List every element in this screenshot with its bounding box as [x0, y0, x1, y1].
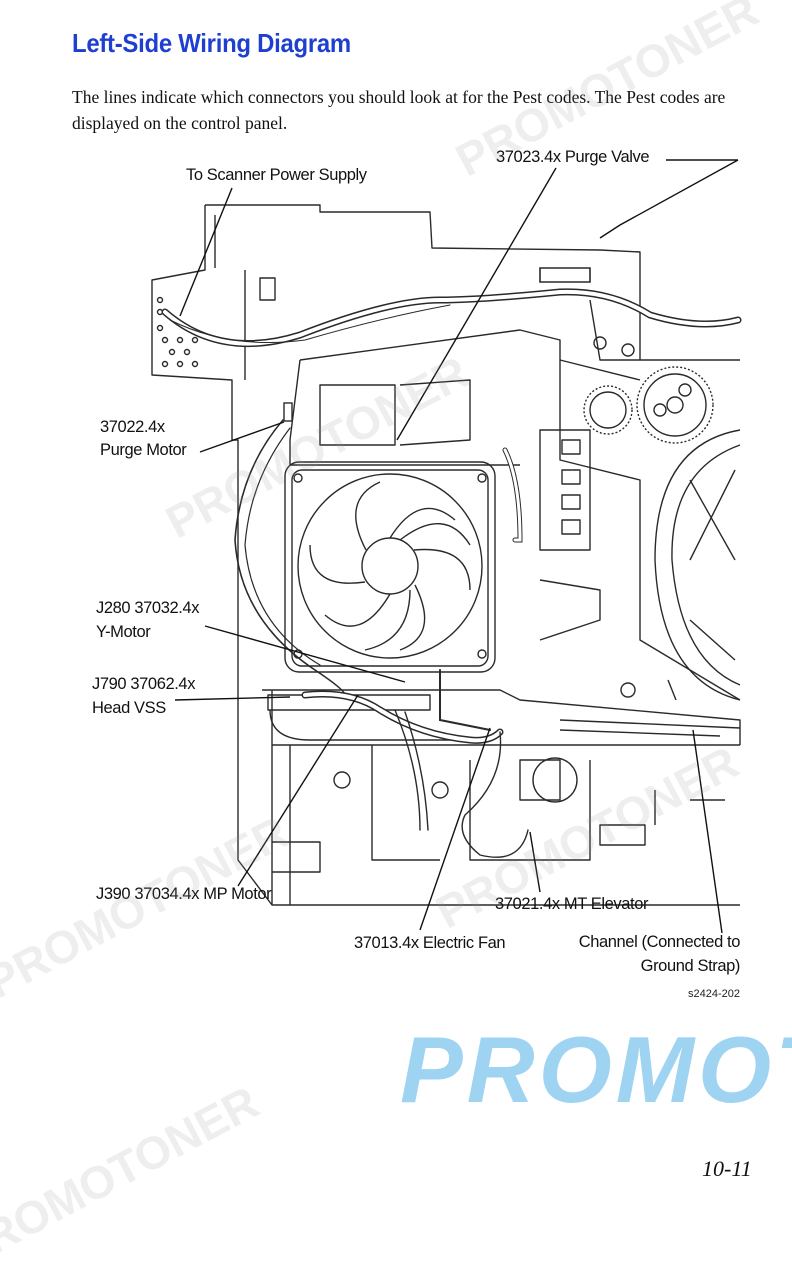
chassis-outline — [205, 204, 740, 361]
label-scanner-power-supply: To Scanner Power Supply — [186, 166, 367, 184]
hole-grid — [156, 296, 199, 368]
leader-purge-valve-top — [599, 159, 739, 239]
leader-y-motor — [204, 625, 406, 683]
fan-blades — [309, 481, 471, 651]
figure-id: s2424-202 — [688, 988, 740, 1000]
watermark-blue: PROMOTONER — [400, 1017, 792, 1122]
wiring-diagram — [151, 159, 742, 934]
label-purge-motor-code: 37022.4x — [100, 418, 165, 436]
leader-purge-valve — [396, 167, 557, 441]
label-mt-elevator: 37021.4x MT Elevator — [495, 895, 649, 913]
leader-purge-motor — [199, 421, 285, 453]
label-purge-motor-name: Purge Motor — [100, 441, 187, 459]
leader-head-vss — [174, 696, 291, 701]
label-mp-motor: J390 37034.4x MP Motor — [96, 885, 272, 903]
label-head-vss-code: J790 37062.4x — [92, 675, 196, 693]
label-electric-fan: 37013.4x Electric Fan — [354, 934, 506, 952]
purge-motor-cable — [234, 419, 346, 696]
leader-channel — [692, 729, 723, 934]
gear-large — [636, 366, 714, 444]
intro-paragraph: The lines indicate which connectors you … — [72, 87, 726, 133]
page-number: 10-11 — [702, 1156, 752, 1181]
page-title: Left-Side Wiring Diagram — [72, 28, 351, 58]
fan-housing — [284, 461, 496, 673]
leader-scanner-power — [179, 187, 233, 317]
label-channel-line1: Channel (Connected to — [578, 933, 741, 951]
label-channel-line2: Ground Strap) — [640, 957, 741, 975]
leader-electric-fan — [419, 727, 491, 931]
leader-mt-elevator — [529, 831, 541, 893]
label-purge-valve: 37023.4x Purge Valve — [496, 148, 650, 166]
label-head-vss-name: Head VSS — [92, 699, 166, 717]
gear-small — [583, 385, 633, 435]
label-y-motor-code: J280 37032.4x — [96, 599, 200, 617]
label-y-motor-name: Y-Motor — [96, 623, 151, 641]
leader-mp-motor — [237, 694, 359, 887]
